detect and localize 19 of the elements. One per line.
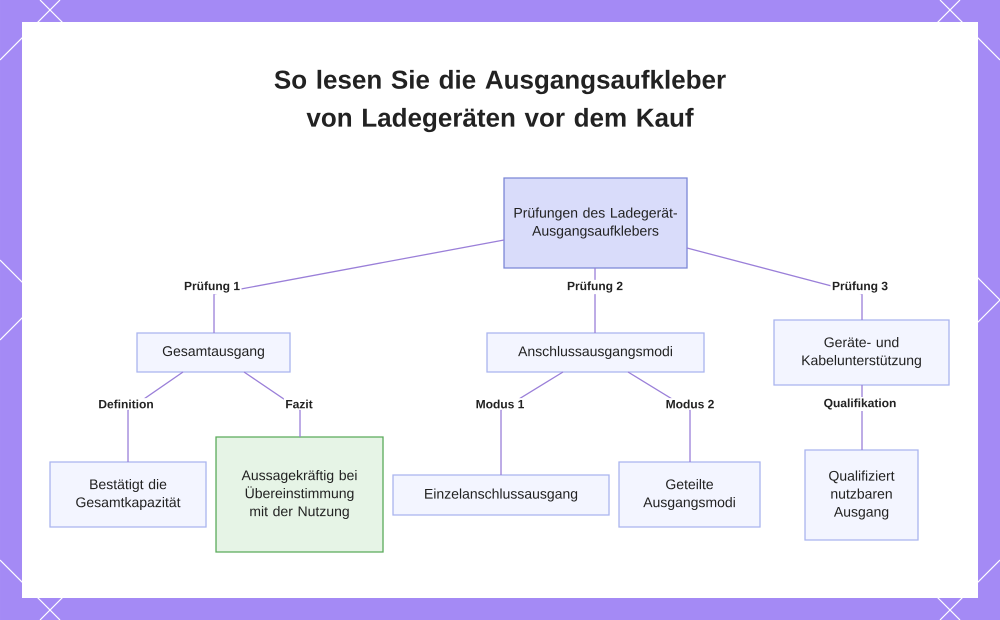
edge-label: Qualifikation [822, 396, 898, 412]
topic-box: Geräte- und Kabelunterstützung [773, 319, 950, 386]
edge-label: Prüfung 3 [830, 280, 890, 294]
topic-box: Qualifiziert nutzbaren Ausgang [804, 449, 919, 541]
topic-box: Einzelanschlussausgang [392, 474, 610, 516]
edge-label: Prüfung 2 [566, 280, 624, 294]
topic-box: Bestätigt die Gesamtkapazität [49, 461, 207, 528]
edge-label: Modus 2 [664, 398, 716, 410]
topic-box: Prüfungen des Ladegerät- Ausgangsaufklebers [503, 177, 688, 269]
edge-label: Prüfung 1 [182, 280, 242, 294]
edge-label: Definition [96, 398, 156, 410]
result-box: Aussagekräftig bei Übereinstimmung mit der Nutzung [215, 436, 384, 553]
edge-label: Modus 1 [474, 398, 526, 410]
topic-box: Gesamtausgang [136, 332, 291, 373]
topic-box: Geteilte Ausgangsmodi [618, 461, 761, 528]
topic-box: Anschlussausgangsmodi [486, 332, 705, 373]
connector-line [213, 239, 504, 333]
title: So lesen Sie die Ausgangsaufkleber von Ladegeräten vor dem Kauf [274, 70, 726, 132]
edge-label: Fazit [284, 398, 314, 410]
